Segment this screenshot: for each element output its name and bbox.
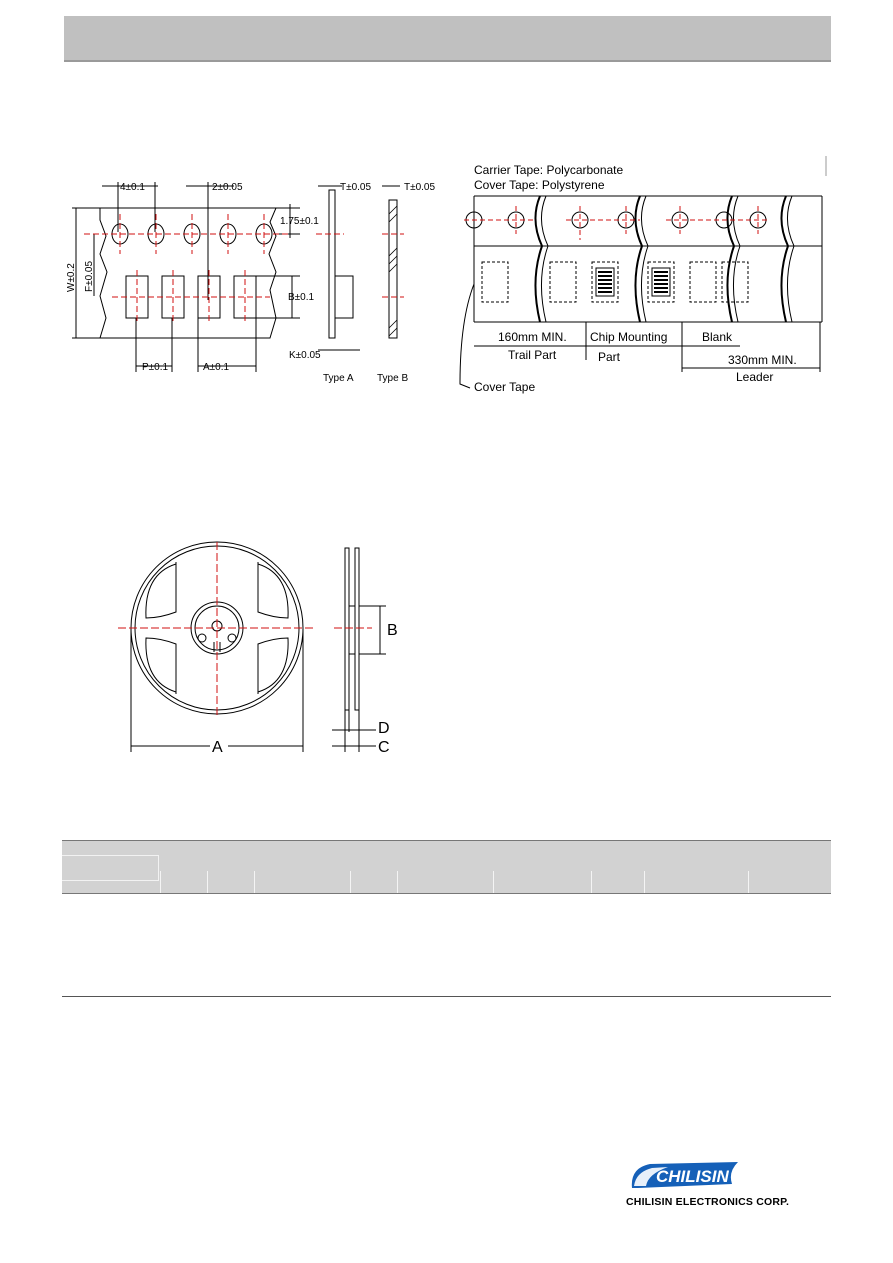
reel-label-d: D: [378, 720, 390, 737]
cover-tape-label: Cover Tape: [474, 380, 535, 394]
reel-dimension-table: [62, 840, 831, 998]
trail-part-label: Trail Part: [508, 348, 557, 362]
blank-label: Blank: [702, 330, 733, 344]
chilisin-logo-mark: CHILISIN: [631, 1162, 738, 1188]
dim-b: B±0.1: [288, 292, 314, 303]
dim-e: 1.75±0.1: [280, 216, 319, 227]
leader-length-label: 330mm MIN.: [728, 353, 797, 367]
table-column-divider: [350, 871, 351, 893]
dim-w: W±0.2: [66, 263, 77, 292]
dim-t-type-a: T±0.05: [340, 182, 371, 193]
reel-label-b: B: [387, 622, 398, 639]
dim-p: P±0.1: [142, 362, 168, 373]
type-b-label: Type B: [377, 373, 408, 384]
tape-layout-diagram: Carrier Tape: Polycarbonate Cover Tape: …: [459, 156, 827, 394]
table-column-divider: [254, 871, 255, 893]
cover-tape-material: Cover Tape: Polystyrene: [474, 178, 605, 192]
dim-p2: 2±0.05: [212, 182, 243, 193]
company-name: CHILISIN ELECTRONICS CORP.: [626, 1196, 790, 1208]
dim-p0: 4±0.1: [120, 182, 145, 193]
trail-length-label: 160mm MIN.: [498, 330, 567, 344]
table-bottom-rule: [62, 996, 831, 997]
table-header-row: [62, 840, 831, 894]
reel-label-c: C: [378, 739, 390, 756]
type-a-label: Type A: [323, 373, 354, 384]
logo-text: CHILISIN: [656, 1167, 729, 1186]
dim-k: K±0.05: [289, 350, 321, 361]
part-label: Part: [598, 350, 621, 364]
reel-label-a: A: [212, 739, 223, 756]
carrier-tape-material: Carrier Tape: Polycarbonate: [474, 163, 624, 177]
reel-diagram: A B D C: [118, 541, 398, 756]
leader-label: Leader: [736, 370, 773, 384]
table-corner-cell: [62, 855, 159, 881]
dim-t-type-b: T±0.05: [404, 182, 435, 193]
page-header-bar: [64, 16, 831, 62]
dim-a: A±0.1: [203, 362, 229, 373]
table-column-divider: [644, 871, 645, 893]
table-column-divider: [591, 871, 592, 893]
table-column-divider: [748, 871, 749, 893]
table-column-divider: [397, 871, 398, 893]
table-column-divider: [493, 871, 494, 893]
company-logo: CHILISIN CHILISIN ELECTRONICS CORP.: [626, 1158, 826, 1212]
dim-f: F±0.05: [84, 261, 95, 292]
chip-mounting-label: Chip Mounting: [590, 330, 667, 344]
tape-dimension-diagram: 4±0.1 2±0.05 T±0.05 T±0.05 1.75±0.1 B±0.…: [66, 182, 435, 384]
table-column-divider: [160, 871, 161, 893]
table-column-divider: [207, 871, 208, 893]
